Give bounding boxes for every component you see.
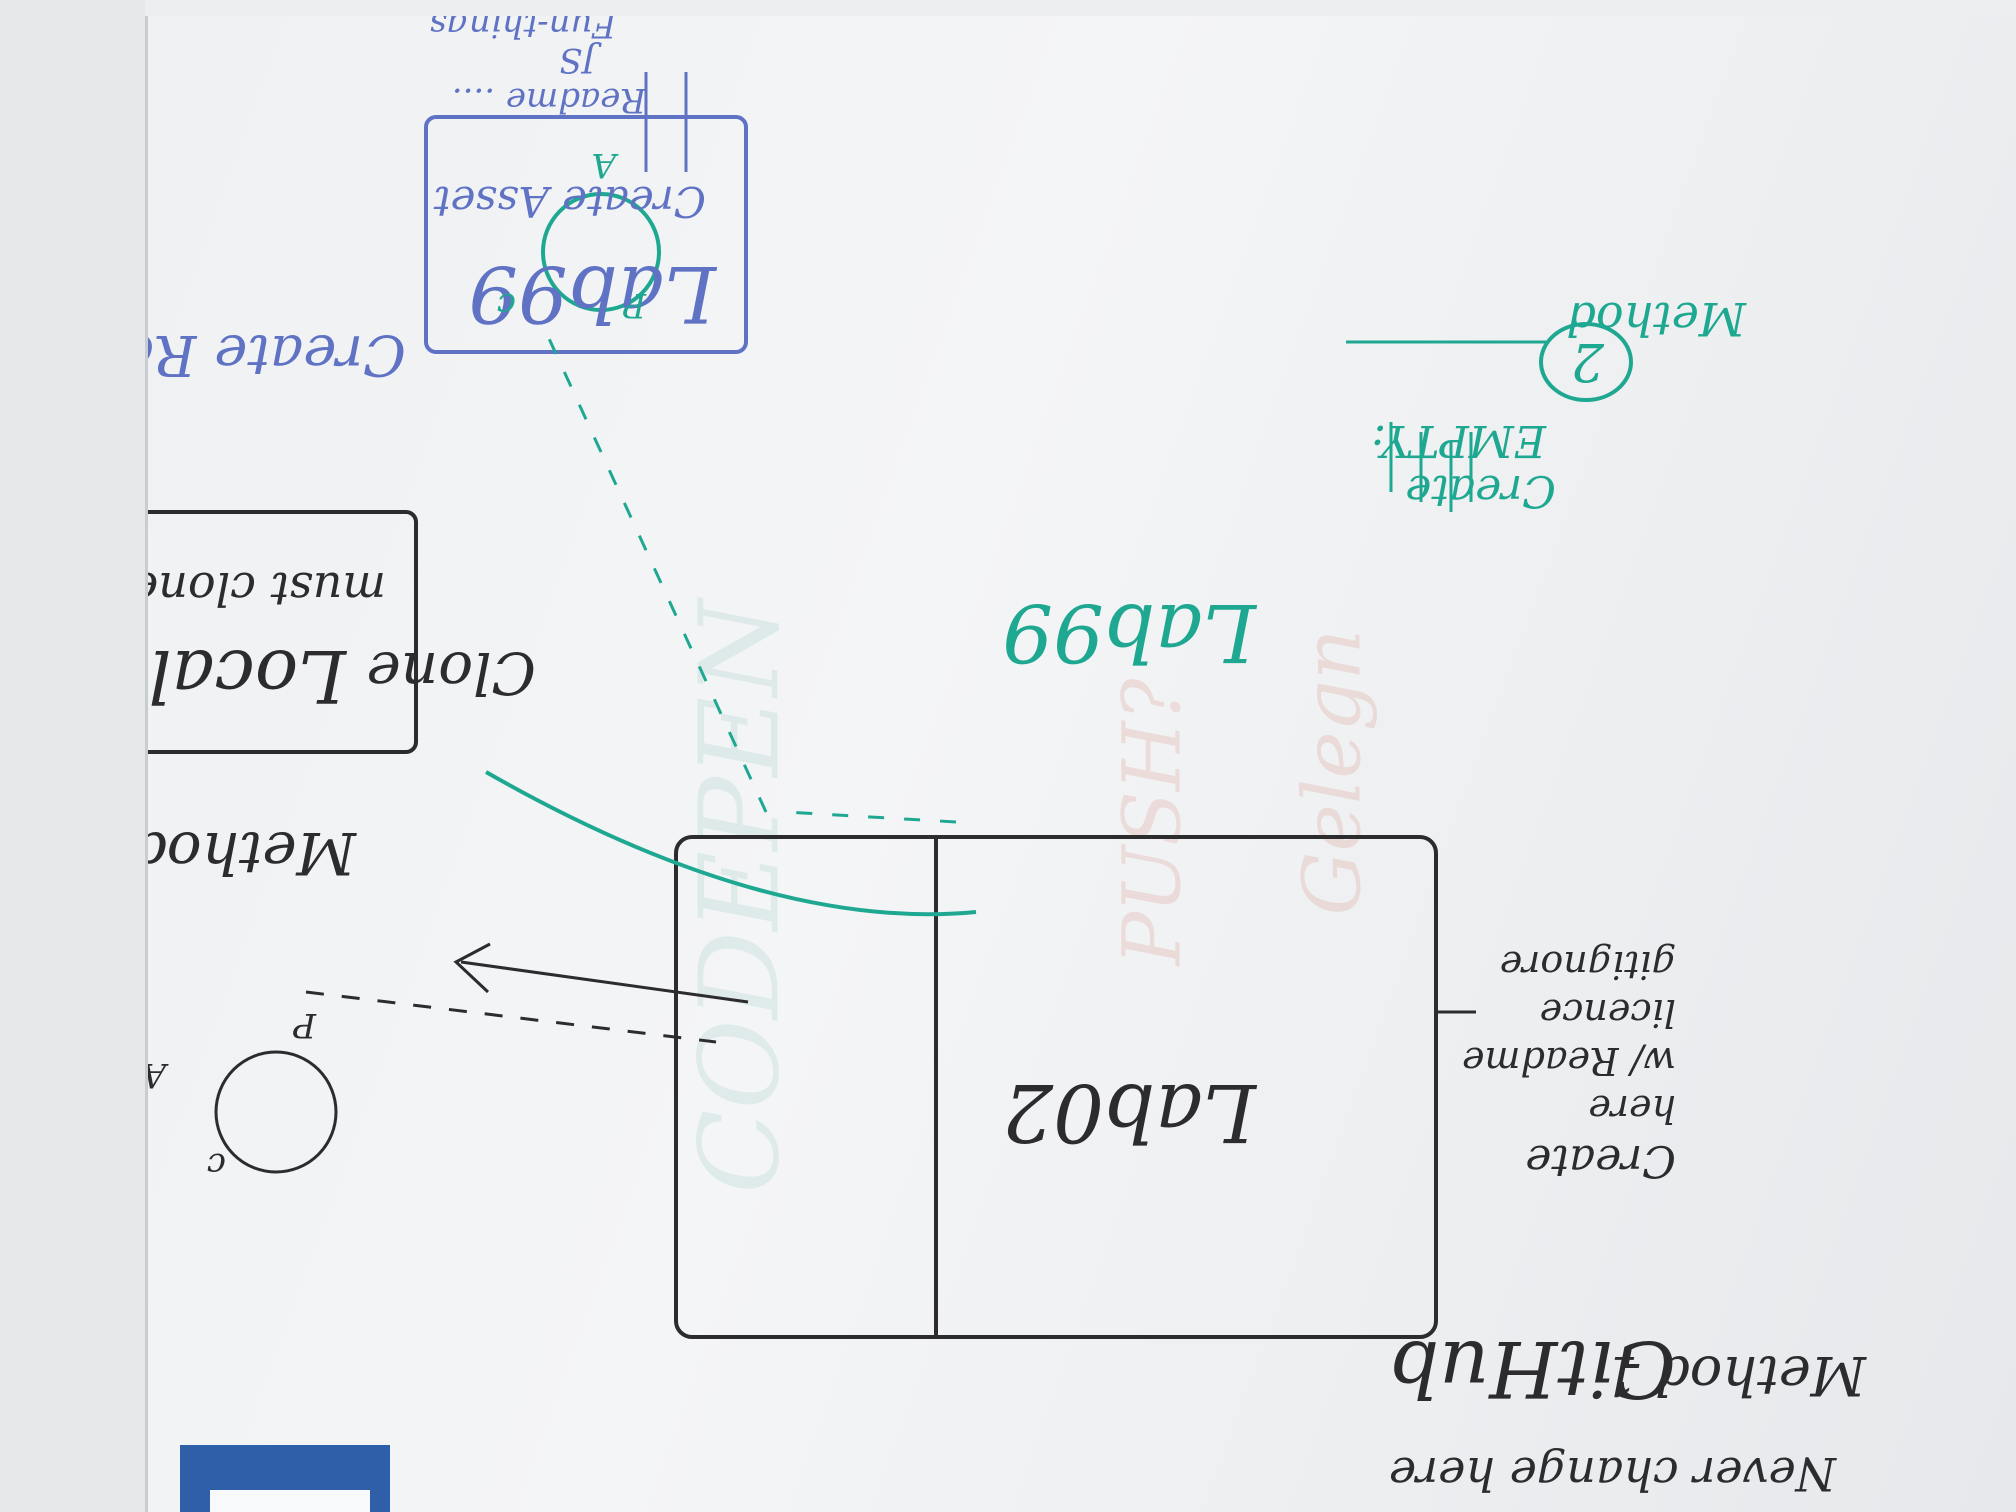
clone-label: Clone bbox=[366, 639, 536, 707]
method1-label-left: Method 1 bbox=[1603, 1344, 1866, 1407]
cycle-left-p: P bbox=[623, 285, 646, 325]
clone-arrowhead bbox=[453, 942, 491, 994]
cycle-circle-right bbox=[214, 1050, 338, 1174]
board-top-edge bbox=[145, 0, 2016, 16]
push-dashed-teal bbox=[785, 810, 957, 824]
repo-lab02-label: Lab02 bbox=[1002, 1066, 1256, 1159]
local-note: must clone. bbox=[116, 562, 386, 616]
board-left-edge bbox=[0, 0, 148, 1512]
create-empty-line2: EMPTY: bbox=[1371, 415, 1546, 466]
create-empty-line1: Create bbox=[1405, 465, 1556, 516]
repo-lab99-label: Lab99 bbox=[1002, 586, 1256, 679]
local-lab99-note-asset: Create Asset bbox=[433, 177, 706, 226]
local-title: Local bbox=[148, 634, 346, 718]
local-lab99-box bbox=[424, 115, 748, 354]
method2-circle bbox=[1539, 322, 1633, 402]
board-clip-label bbox=[210, 1490, 370, 1512]
push-dashed-teal-2 bbox=[544, 331, 768, 813]
never-change-note: Never change here bbox=[1388, 1447, 1836, 1501]
method2-number: 2 bbox=[1570, 331, 1604, 391]
local-lab99-note-readme: Readme .... bbox=[451, 80, 646, 120]
cycle-left-a: A bbox=[591, 145, 616, 185]
create-repo-connector bbox=[485, 770, 977, 917]
cycle-left-c: c bbox=[496, 285, 516, 325]
cycle-right-p: P bbox=[293, 1005, 316, 1045]
cycle-right-c: c bbox=[206, 1145, 226, 1185]
create-here-note: Create here w/ Readme licence gitignore bbox=[1461, 943, 1676, 1186]
github-box bbox=[674, 835, 1438, 1339]
local-lab99-note-js: JS bbox=[559, 40, 596, 80]
push-dashed-black bbox=[305, 990, 717, 1044]
cycle-circle-left bbox=[541, 192, 661, 312]
clone-arrow-line bbox=[460, 960, 749, 1004]
